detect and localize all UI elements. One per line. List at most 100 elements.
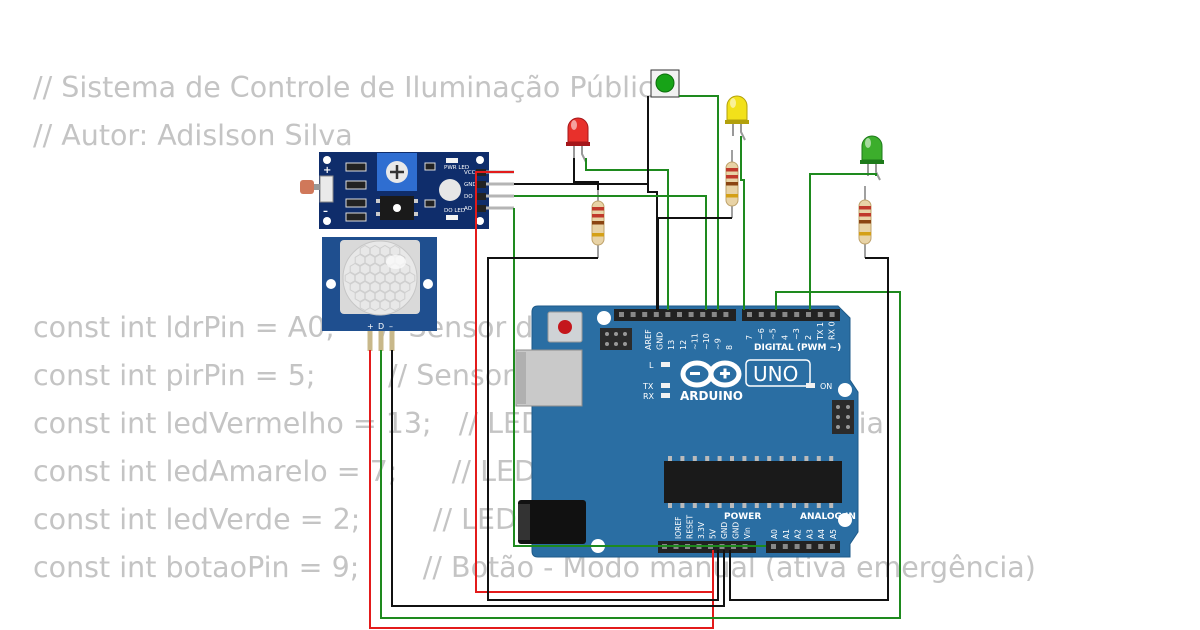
- pir-pin[interactable]: [367, 331, 373, 351]
- digital-pin-label: ~11: [690, 333, 699, 350]
- wire-ldr-gnd[interactable]: [514, 183, 658, 310]
- ldr-pin[interactable]: [476, 205, 486, 212]
- header-pin[interactable]: [665, 312, 671, 317]
- wire-button-signal[interactable]: [679, 95, 719, 310]
- mount-hole: [838, 383, 852, 397]
- wire-green-led-anode[interactable]: [809, 173, 877, 310]
- wire-pir-gnd[interactable]: [391, 350, 725, 607]
- header-pin[interactable]: [771, 544, 776, 549]
- chip-pin: [804, 456, 809, 461]
- header-pin[interactable]: [747, 312, 752, 317]
- wire-ldr-do[interactable]: [514, 195, 707, 310]
- digital-pin-label: 13: [667, 340, 676, 350]
- resistor-red-led-band: [592, 221, 604, 225]
- chip-pin: [414, 199, 418, 203]
- power-pin-label: RESET: [686, 515, 695, 539]
- header-pin[interactable]: [677, 312, 682, 317]
- header-pin[interactable]: [700, 312, 706, 317]
- led-yellow-highlight: [730, 98, 736, 108]
- digital-pin-label: TX 1: [816, 322, 825, 341]
- header-pin[interactable]: [818, 544, 824, 549]
- ldr-pin[interactable]: [476, 193, 486, 200]
- power-jack-edge: [518, 504, 530, 540]
- header-pin[interactable]: [642, 312, 648, 317]
- chip-pin: [668, 456, 672, 461]
- pir-lens-highlight: [386, 255, 406, 269]
- resistor-yellow-led-band: [726, 182, 738, 186]
- header-pin[interactable]: [723, 312, 729, 317]
- chip-pin: [792, 503, 796, 508]
- chip-pin: [376, 199, 380, 203]
- digital-pin-label: 12: [679, 340, 688, 350]
- mount-hole: [326, 279, 336, 289]
- wire-ldr-ao[interactable]: [513, 208, 766, 547]
- led-tx: [661, 383, 670, 388]
- header-pin[interactable]: [758, 312, 764, 317]
- wire-pir-data[interactable]: [380, 291, 901, 619]
- header-pin[interactable]: [688, 312, 694, 317]
- led-yellow[interactable]: [725, 95, 749, 141]
- header-pin[interactable]: [794, 312, 800, 317]
- pir-pin[interactable]: [389, 331, 395, 351]
- header-pin[interactable]: [711, 312, 717, 317]
- header-pin[interactable]: [619, 312, 624, 317]
- wire-yellow-resistor-gnd[interactable]: [657, 217, 732, 310]
- led-rx-label: RX: [643, 392, 655, 401]
- pir-lens-cell: [399, 280, 411, 294]
- led-tx-label: TX: [642, 382, 654, 391]
- wire-red-led-cathode[interactable]: [573, 158, 599, 190]
- push-button[interactable]: [650, 69, 680, 98]
- power-pin-label: 5V: [709, 528, 718, 539]
- header-pin[interactable]: [630, 312, 636, 317]
- pir-sensor-module[interactable]: +D–: [322, 237, 437, 351]
- digital-pin-label: ~6: [757, 328, 766, 340]
- header-pin[interactable]: [806, 312, 811, 317]
- analog-header-label: ANALOG IN: [800, 512, 856, 522]
- wire-red-resistor-gnd[interactable]: [487, 257, 719, 601]
- icsp-header: [600, 328, 632, 350]
- reset-button-cap[interactable]: [558, 320, 572, 334]
- led-green-lens: [861, 135, 883, 161]
- led-red[interactable]: [566, 117, 590, 163]
- resistor-green-led-band: [859, 213, 871, 217]
- chip-pin: [692, 503, 697, 508]
- header-pin[interactable]: [782, 544, 788, 549]
- wire-ldr-vcc[interactable]: [475, 171, 714, 593]
- chip-pin: [829, 503, 834, 508]
- digital-pin-label: ~3: [792, 328, 801, 340]
- wire-red-led-anode[interactable]: [585, 158, 669, 310]
- digital-pin-label: ~9: [714, 338, 723, 350]
- digital-pin-label: GND: [656, 332, 665, 350]
- do-led-label: DO LED: [444, 208, 465, 214]
- chip-pin: [792, 456, 796, 461]
- pir-pin[interactable]: [378, 331, 384, 351]
- header-pin[interactable]: [653, 312, 659, 317]
- header-pin[interactable]: [829, 312, 835, 317]
- resistor-red-led[interactable]: [591, 188, 605, 258]
- chip-pin: [804, 503, 809, 508]
- header-pin[interactable]: [794, 544, 800, 549]
- wire-green-resistor-gnd[interactable]: [729, 257, 889, 601]
- analog-pin-label: A3: [805, 529, 814, 539]
- header-pin[interactable]: [817, 312, 823, 317]
- header-pin[interactable]: [770, 312, 776, 317]
- header-pin[interactable]: [806, 544, 812, 549]
- led-yellow-rim: [725, 120, 749, 124]
- power-header-label: POWER: [724, 512, 761, 522]
- wire-yellow-led-anode[interactable]: [740, 136, 745, 310]
- resistor-green-led[interactable]: [858, 186, 872, 258]
- header-pin[interactable]: [782, 312, 788, 317]
- ldr-pin[interactable]: [476, 181, 486, 188]
- chip-pin: [779, 503, 784, 508]
- pir-pin-label: D: [378, 322, 384, 331]
- led-green-highlight: [865, 138, 871, 148]
- chip-pin: [767, 503, 772, 508]
- ldr-pin-label: DO: [464, 194, 473, 200]
- chip-pin: [742, 456, 747, 461]
- header-pin[interactable]: [830, 544, 835, 549]
- wire-pir-vcc[interactable]: [369, 350, 714, 629]
- push-button-cap[interactable]: [655, 73, 675, 93]
- resistor-yellow-led[interactable]: [725, 150, 739, 218]
